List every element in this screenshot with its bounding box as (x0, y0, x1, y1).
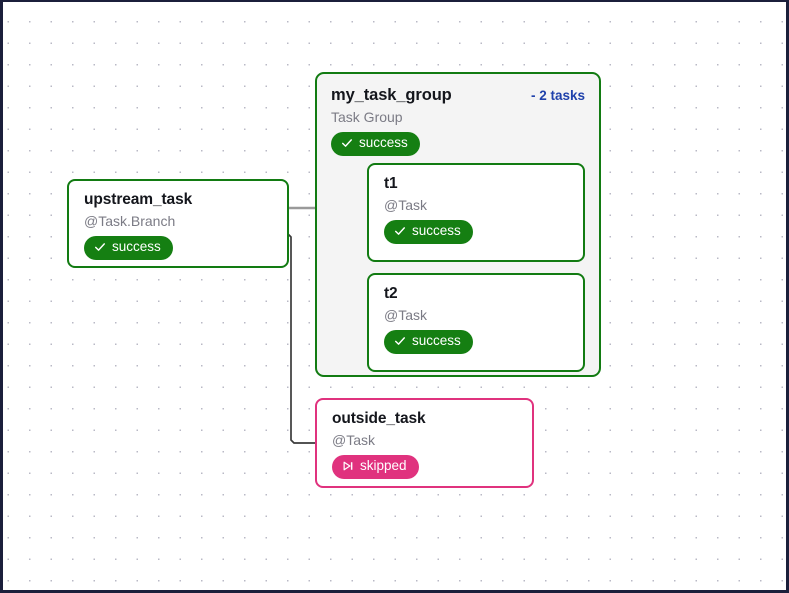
task-group-header: my_task_group - 2 tasks (317, 74, 599, 105)
task-node-title: t1 (384, 175, 398, 192)
task-group-title: my_task_group (331, 86, 452, 104)
status-badge-success: success (384, 220, 473, 244)
task-node-title: t2 (384, 285, 398, 302)
check-icon (394, 225, 406, 237)
status-badge-skipped: skipped (332, 455, 419, 479)
task-group-task-count[interactable]: - 2 tasks (530, 88, 585, 103)
status-badge-label: success (412, 333, 461, 348)
task-node-subtitle: @Task (384, 197, 427, 213)
status-badge-label: skipped (360, 458, 407, 473)
status-badge-success: success (84, 236, 173, 260)
task-node-subtitle: @Task.Branch (84, 213, 176, 229)
task-node-t2[interactable]: t2 @Task success (367, 273, 585, 372)
status-badge-success: success (384, 330, 473, 354)
task-node-upstream_task[interactable]: upstream_task @Task.Branch success (67, 179, 289, 268)
task-group-subtitle: Task Group (331, 109, 403, 125)
status-badge-success: success (331, 132, 420, 156)
status-badge-label: success (112, 239, 161, 254)
task-node-title: upstream_task (84, 191, 193, 208)
edge-upstream-to-outside (287, 233, 315, 444)
task-group-my_task_group[interactable]: my_task_group - 2 tasks Task Group succe… (315, 72, 601, 377)
check-icon (94, 241, 106, 253)
task-node-subtitle: @Task (384, 307, 427, 323)
task-node-title: outside_task (332, 410, 426, 427)
task-node-outside_task[interactable]: outside_task @Task skipped (315, 398, 534, 488)
task-group-status-row: success (317, 125, 599, 156)
task-node-status-row: success (69, 229, 287, 260)
status-badge-label: success (412, 223, 461, 238)
skip-forward-icon (342, 460, 354, 472)
task-node-t1[interactable]: t1 @Task success (367, 163, 585, 262)
task-node-subtitle: @Task (332, 432, 375, 448)
check-icon (394, 335, 406, 347)
status-badge-label: success (359, 135, 408, 150)
task-node-status-row: success (369, 323, 583, 354)
check-icon (341, 137, 353, 149)
task-node-status-row: skipped (317, 448, 532, 479)
task-node-status-row: success (369, 213, 583, 244)
